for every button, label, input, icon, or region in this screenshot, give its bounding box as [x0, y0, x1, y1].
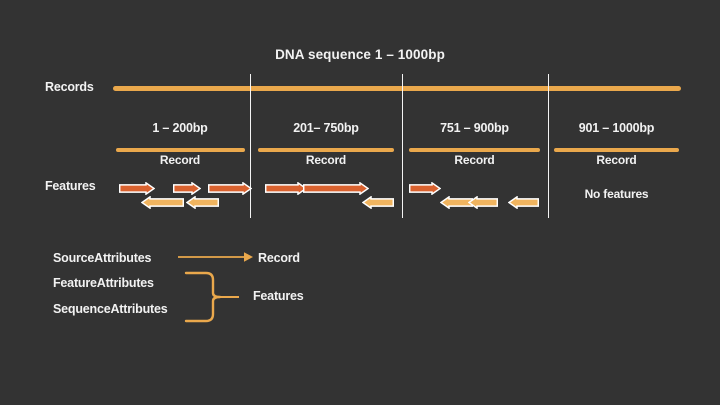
feature-arrow-reverse-icon: [361, 195, 395, 214]
feature-arrow-reverse-icon: [439, 195, 474, 214]
record-bar: [554, 148, 679, 152]
segment-range-label: 201– 750bp: [293, 121, 359, 135]
legend-label-features: Features: [253, 289, 304, 303]
segment-divider-2: [401, 74, 403, 218]
row-label-features: Features: [45, 179, 96, 193]
record-label: Record: [305, 153, 347, 167]
record-bar: [116, 148, 245, 152]
feature-arrow-forward-icon: [207, 181, 253, 200]
feature-arrow-reverse-icon: [467, 195, 499, 214]
dna-sequence-bar: [113, 86, 681, 91]
page-title: DNA sequence 1 – 1000bp: [275, 47, 445, 62]
segment-range-label: 1 – 200bp: [152, 121, 208, 135]
feature-arrow-reverse-icon: [140, 195, 185, 214]
segment-range-label: 751 – 900bp: [440, 121, 509, 135]
record-label: Record: [159, 153, 201, 167]
legend-arrow-icon: [178, 252, 253, 262]
record-bar: [409, 148, 540, 152]
feature-arrow-forward-icon: [264, 181, 308, 200]
segment-divider-3: [547, 74, 549, 218]
legend-label-source-attributes: SourceAttributes: [53, 251, 152, 265]
record-label: Record: [454, 153, 495, 167]
legend-brace-icon: [184, 271, 239, 323]
record-bar: [258, 148, 394, 152]
legend-label-feature-attributes: FeatureAttributes: [53, 276, 154, 290]
feature-arrow-forward-icon: [302, 181, 370, 200]
feature-arrow-forward-icon: [408, 181, 442, 200]
legend-label-record: Record: [258, 251, 300, 265]
no-features-label: No features: [584, 187, 649, 201]
record-label: Record: [596, 153, 637, 167]
row-label-records: Records: [45, 80, 94, 94]
feature-arrow-forward-icon: [172, 181, 202, 200]
segment-range-label: 901 – 1000bp: [578, 121, 655, 135]
feature-arrow-reverse-icon: [507, 195, 540, 214]
segment-divider-1: [249, 74, 251, 218]
legend-label-sequence-attributes: SequenceAttributes: [53, 302, 168, 316]
feature-arrow-reverse-icon: [185, 195, 220, 214]
feature-arrow-forward-icon: [118, 181, 156, 200]
